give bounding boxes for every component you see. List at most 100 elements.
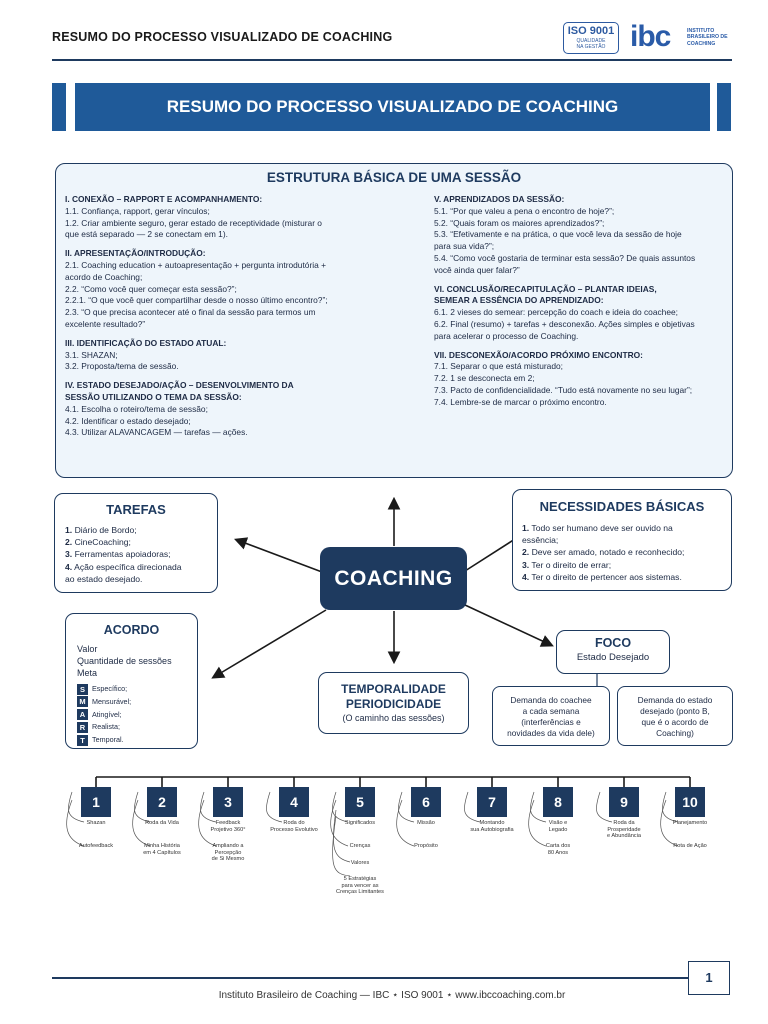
timeline-curve	[333, 809, 351, 863]
list-item-text: ao estado desejado.	[65, 573, 143, 584]
timeline-step-number: 1	[81, 787, 111, 817]
timeline-label-line: sua Autobiografia	[470, 826, 514, 833]
smart-text: Realista;	[92, 722, 120, 732]
session-structure-title: ESTRUTURA BÁSICA DE UMA SESSÃO	[266, 170, 522, 185]
section-heading: I. CONEXÃO – RAPPORT E ACOMPANHAMENTO:	[65, 194, 263, 204]
list-item: 1. Todo ser humano deve ser ouvido na	[522, 522, 727, 534]
focus-demand-line: novidades da vida dele)	[507, 728, 595, 738]
list-item: 1. Diário de Bordo;	[65, 524, 215, 536]
mind-map-arrows	[211, 496, 598, 686]
section-line: 5.1. “Por que valeu a pena o encontro de…	[434, 205, 615, 216]
section-heading: III. IDENTIFICAÇÃO DO ESTADO ATUAL:	[65, 337, 227, 348]
focus-demand-line: a cada semana	[522, 706, 580, 716]
focus-demand-line: (interferências e	[521, 717, 581, 727]
section-line: 5.4. “Como você gostaria de terminar est…	[434, 252, 696, 263]
basic-needs-title: NECESSIDADES BÁSICAS	[539, 499, 705, 514]
timeline-step-label: Crenças	[328, 843, 392, 850]
temporality-subtitle: (O caminho das sessões)	[342, 713, 445, 723]
footer-divider	[52, 977, 688, 979]
smart-letter: T	[77, 734, 88, 746]
focus-subtitle: Estado Desejado	[576, 652, 650, 663]
tasks-title: TAREFAS	[106, 502, 166, 517]
timeline-step-label: Shazan	[64, 820, 128, 827]
section-line: 7.4. Lembre-se de marcar o próximo encon…	[434, 396, 607, 407]
smart-text: Temporal.	[92, 735, 124, 745]
list-item-text: essência;	[522, 535, 559, 546]
timeline-step-label: Planejamento	[658, 820, 722, 827]
timeline-step-label: Valores	[328, 860, 392, 867]
smart-letter: M	[77, 696, 88, 708]
timeline-curve	[332, 791, 349, 823]
section-line: 3.1. SHAZAN;	[65, 349, 118, 360]
header-divider	[52, 59, 732, 61]
timeline-step-label: Roda da Vida	[130, 820, 194, 827]
arrow-to-acordo	[211, 609, 327, 679]
section-line: para acelerar o processo de Coaching.	[434, 330, 579, 341]
footer-text: Instituto Brasileiro de Coaching — IBC ⋆…	[218, 990, 566, 1001]
tasks-list: 1. Diário de Bordo;2. CineCoaching;3. Fe…	[65, 524, 215, 585]
list-item-text: Ação específica direcionada	[74, 561, 182, 572]
section-line: 6.2. Final (resumo) + tarefas + desconex…	[434, 318, 695, 329]
list-item-text: Ter o direito de errar;	[531, 559, 612, 570]
timeline-label-line: Carta dos	[545, 843, 571, 849]
timeline-label-line: Visão e	[548, 820, 568, 826]
timeline-step-number: 10	[675, 787, 705, 817]
iso-badge: ISO 9001 QUALIDADE NA GESTÃO	[563, 22, 619, 54]
banner-title: RESUMO DO PROCESSO VISUALIZADO DE COACHI…	[75, 83, 710, 131]
focus-demand-line: Coaching)	[656, 728, 694, 738]
smart-text: Atingível;	[92, 709, 122, 719]
timeline-label-line: 80 Anos	[547, 849, 569, 856]
ibc-logo: ibc INSTITUTO BRASILEIRO DE COACHING	[630, 20, 740, 56]
ibc-logo-line: COACHING	[687, 40, 716, 47]
list-item-number: 1.	[65, 525, 73, 535]
timeline-label-line: Rota de Ação	[673, 843, 707, 849]
agreement-line: Meta	[77, 668, 98, 679]
timeline-curve	[530, 791, 547, 823]
list-item-number: 4.	[65, 561, 73, 572]
focus-demand-line: desejado (ponto B,	[640, 706, 710, 716]
agreement-line: Valor	[77, 644, 98, 654]
smart-letter: A	[77, 709, 88, 721]
timeline-curve	[396, 799, 415, 847]
list-item-number: 2.	[65, 537, 73, 548]
timeline-curve	[398, 791, 415, 823]
iso-badge-line: NA GESTÃO	[576, 44, 606, 50]
timeline-label-line: Significados	[344, 820, 376, 826]
smart-text: Específico;	[92, 684, 128, 693]
section-line: excelente resultado?”	[65, 318, 146, 329]
section-line: para sua vida?”;	[434, 241, 495, 252]
list-item-text: CineCoaching;	[74, 537, 131, 548]
timeline-label-line: Crenças	[349, 843, 371, 849]
list-item: essência;	[522, 534, 727, 546]
list-item: 3. Ferramentas apoiadoras;	[65, 548, 215, 560]
section-line: 1.2. Criar ambiente seguro, gerar estado…	[65, 217, 322, 228]
section-line: 5.2. “Quais foram os maiores aprendizado…	[434, 217, 605, 228]
iso-badge-line: QUALIDADE	[576, 38, 606, 44]
timeline-step-label: Propósito	[394, 843, 458, 850]
session-structure-box: ESTRUTURA BÁSICA DE UMA SESSÃO I. CONEXÃ…	[55, 163, 733, 478]
list-item-text: Ferramentas apoiadoras;	[74, 549, 171, 560]
agreement-title: ACORDO	[103, 623, 160, 637]
timeline-label-line: e Abundância	[607, 833, 641, 840]
focus-title: FOCO	[594, 636, 632, 650]
list-item: 4. Ação específica direcionada	[65, 561, 215, 573]
timeline-curve	[332, 815, 351, 877]
list-item-text: Todo ser humano deve ser ouvido na	[531, 523, 673, 533]
timeline-step-number: 8	[543, 787, 573, 817]
timeline-label-line: em 4 Capítulos	[143, 849, 181, 856]
timeline-curve	[266, 791, 283, 823]
section-heading: SESSÃO UTILIZANDO O TEMA DA SESSÃO:	[65, 391, 242, 402]
list-item-text: Deve ser amado, notado e reconhecido;	[531, 547, 685, 558]
focus-demand-line: que é o acordo de	[641, 717, 709, 727]
timeline-step-number: 5	[345, 787, 375, 817]
timeline-label-line: Minha História	[144, 843, 180, 849]
timeline-label-line: para vencer as	[341, 882, 379, 889]
timeline-label-line: Montando	[479, 820, 505, 826]
